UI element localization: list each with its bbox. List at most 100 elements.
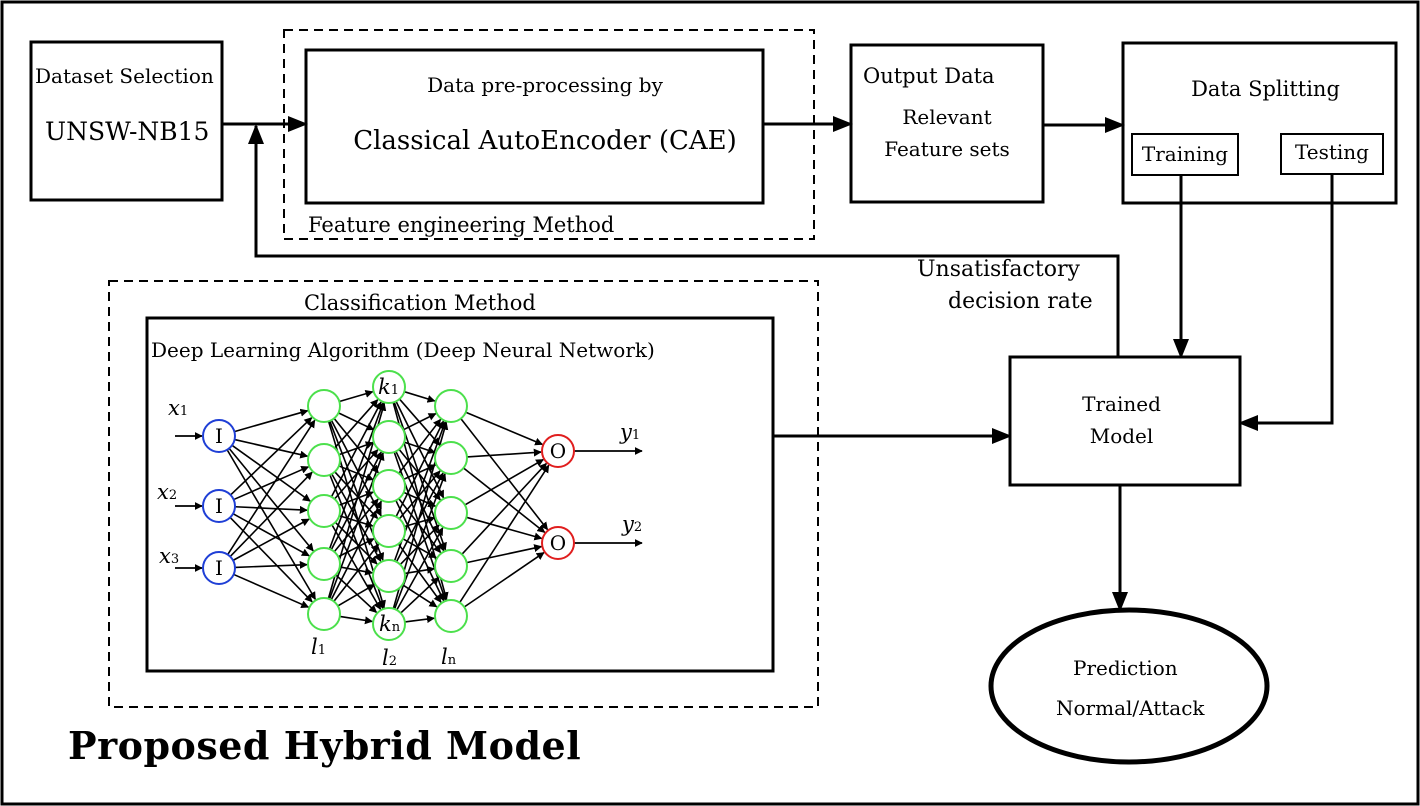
- connection-l2-to-ln: [395, 401, 445, 499]
- connection-l1-to-l2: [339, 566, 374, 576]
- connection-l1-to-l2: [335, 574, 378, 614]
- hidden-node-ln-3: [434, 496, 468, 530]
- output-node-2: [541, 526, 575, 560]
- connection-l2-to-ln: [402, 412, 437, 431]
- connection-l2-to-ln: [400, 577, 440, 614]
- classification-group: [108, 280, 819, 708]
- connection-l2-to-ln: [399, 524, 440, 566]
- connection-input-to-l1: [227, 419, 316, 556]
- hidden-node-ln-2: [434, 441, 468, 475]
- connection-ln-to-output: [464, 458, 544, 506]
- connection-l1-to-l2: [339, 514, 374, 528]
- preprocessing-line2: Classical AutoEncoder (CAE): [353, 126, 737, 156]
- connection-l1-to-l2: [328, 402, 385, 550]
- layer-label-1: l1: [311, 635, 326, 659]
- hidden-node-l1-5: [307, 597, 341, 631]
- prediction-ellipse: [988, 607, 1270, 765]
- classification-label: Classification Method: [304, 291, 536, 315]
- connection-ln-to-output: [461, 462, 548, 555]
- prediction-line1: Prediction: [1073, 656, 1178, 680]
- training-box: [1131, 133, 1239, 176]
- output-node-letter-2: O: [549, 531, 567, 555]
- connection-input-to-l1: [234, 438, 309, 459]
- connection-input-to-l1: [233, 466, 310, 501]
- connection-ln-to-output: [466, 516, 543, 541]
- connection-input-to-l1: [226, 449, 317, 601]
- connection-input-to-l1: [234, 505, 308, 514]
- testing-box: [1280, 133, 1384, 175]
- input-node-3: [202, 551, 236, 585]
- connection-l1-to-l2: [328, 452, 385, 600]
- k-label-bottom: kn: [379, 612, 401, 636]
- hidden-node-l2-3: [372, 469, 406, 503]
- neural-network: [175, 370, 643, 641]
- hidden-node-ln-5: [434, 599, 468, 633]
- hidden-node-l2-1: [372, 370, 406, 404]
- connection-l2-to-ln: [404, 390, 436, 403]
- input-node-letter-1: I: [215, 424, 223, 448]
- connection-input-to-l1: [232, 518, 310, 562]
- connection-ln-to-output: [463, 467, 546, 534]
- arrow-testing-to-model: [1238, 174, 1334, 431]
- connection-l2-to-ln: [393, 473, 447, 610]
- data-splitting-title: Data Splitting: [1191, 77, 1340, 101]
- connection-l2-to-ln: [403, 464, 437, 481]
- connection-l1-to-l2: [333, 543, 380, 602]
- input-node-1: [202, 419, 236, 453]
- hidden-node-l1-1: [307, 389, 341, 423]
- connection-ln-to-output: [459, 464, 550, 604]
- input-node-letter-2: I: [215, 494, 223, 518]
- hidden-node-l2-6: [372, 607, 406, 641]
- hidden-node-l2-5: [372, 559, 406, 593]
- connection-ln-to-output: [460, 418, 549, 531]
- connection-l1-to-l2: [337, 537, 375, 558]
- data-splitting-box: [1121, 41, 1398, 205]
- connection-input-to-l1: [230, 417, 313, 496]
- hidden-node-l1-4: [307, 547, 341, 581]
- connection-ln-to-output: [463, 551, 545, 608]
- connection-l2-to-ln: [396, 527, 444, 611]
- dnn-box-title: Deep Learning Algorithm (Deep Neural Net…: [151, 338, 655, 362]
- preprocessing-line1: Data pre-processing by: [427, 73, 663, 97]
- connection-input-to-l1: [229, 471, 313, 558]
- input-label-x3: x3: [159, 544, 180, 568]
- feature-engineering-group: [283, 29, 815, 240]
- connection-l2-to-ln: [398, 418, 442, 474]
- output-label-y1: y1: [620, 420, 641, 444]
- testing-label: Testing: [1294, 140, 1369, 164]
- connection-l2-to-ln: [402, 538, 437, 559]
- hidden-node-l2-2: [372, 420, 406, 454]
- input-node-2: [202, 489, 236, 523]
- connection-l1-to-l2: [330, 500, 383, 601]
- connection-l1-to-l2: [334, 399, 379, 449]
- hidden-node-ln-1: [434, 389, 468, 423]
- hidden-node-l1-2: [307, 443, 341, 477]
- output-node-letter-1: O: [549, 439, 567, 463]
- layer-label-2: l2: [382, 646, 397, 670]
- feature-engineering-label: Feature engineering Method: [308, 213, 615, 237]
- trained-model-line1: Trained: [1082, 392, 1161, 416]
- hidden-node-ln-4: [434, 549, 468, 583]
- connection-input-to-l1: [234, 408, 309, 433]
- connection-input-to-l1: [228, 447, 314, 552]
- dataset-selection-box: [29, 40, 224, 202]
- connection-l1-to-l2: [337, 583, 376, 607]
- input-label-x2: x2: [157, 480, 178, 504]
- footer-title: Proposed Hybrid Model: [68, 723, 582, 768]
- connection-input-to-l1: [229, 516, 313, 603]
- connection-input-to-l1: [233, 573, 310, 608]
- dataset-selection-title: Dataset Selection: [35, 64, 214, 88]
- connection-ln-to-output: [465, 411, 544, 446]
- input-label-x1: x1: [168, 396, 189, 420]
- connection-l1-to-l2: [331, 524, 382, 610]
- connection-l2-to-ln: [395, 420, 445, 518]
- connection-input-to-l1: [234, 560, 308, 569]
- input-node-letter-3: I: [215, 556, 223, 580]
- connection-l1-to-l2: [339, 389, 374, 403]
- layer-label-3: ln: [441, 645, 457, 669]
- hidden-node-l2-4: [372, 514, 406, 548]
- trained-model-box: [1008, 355, 1242, 487]
- connection-l1-to-l2: [334, 471, 379, 520]
